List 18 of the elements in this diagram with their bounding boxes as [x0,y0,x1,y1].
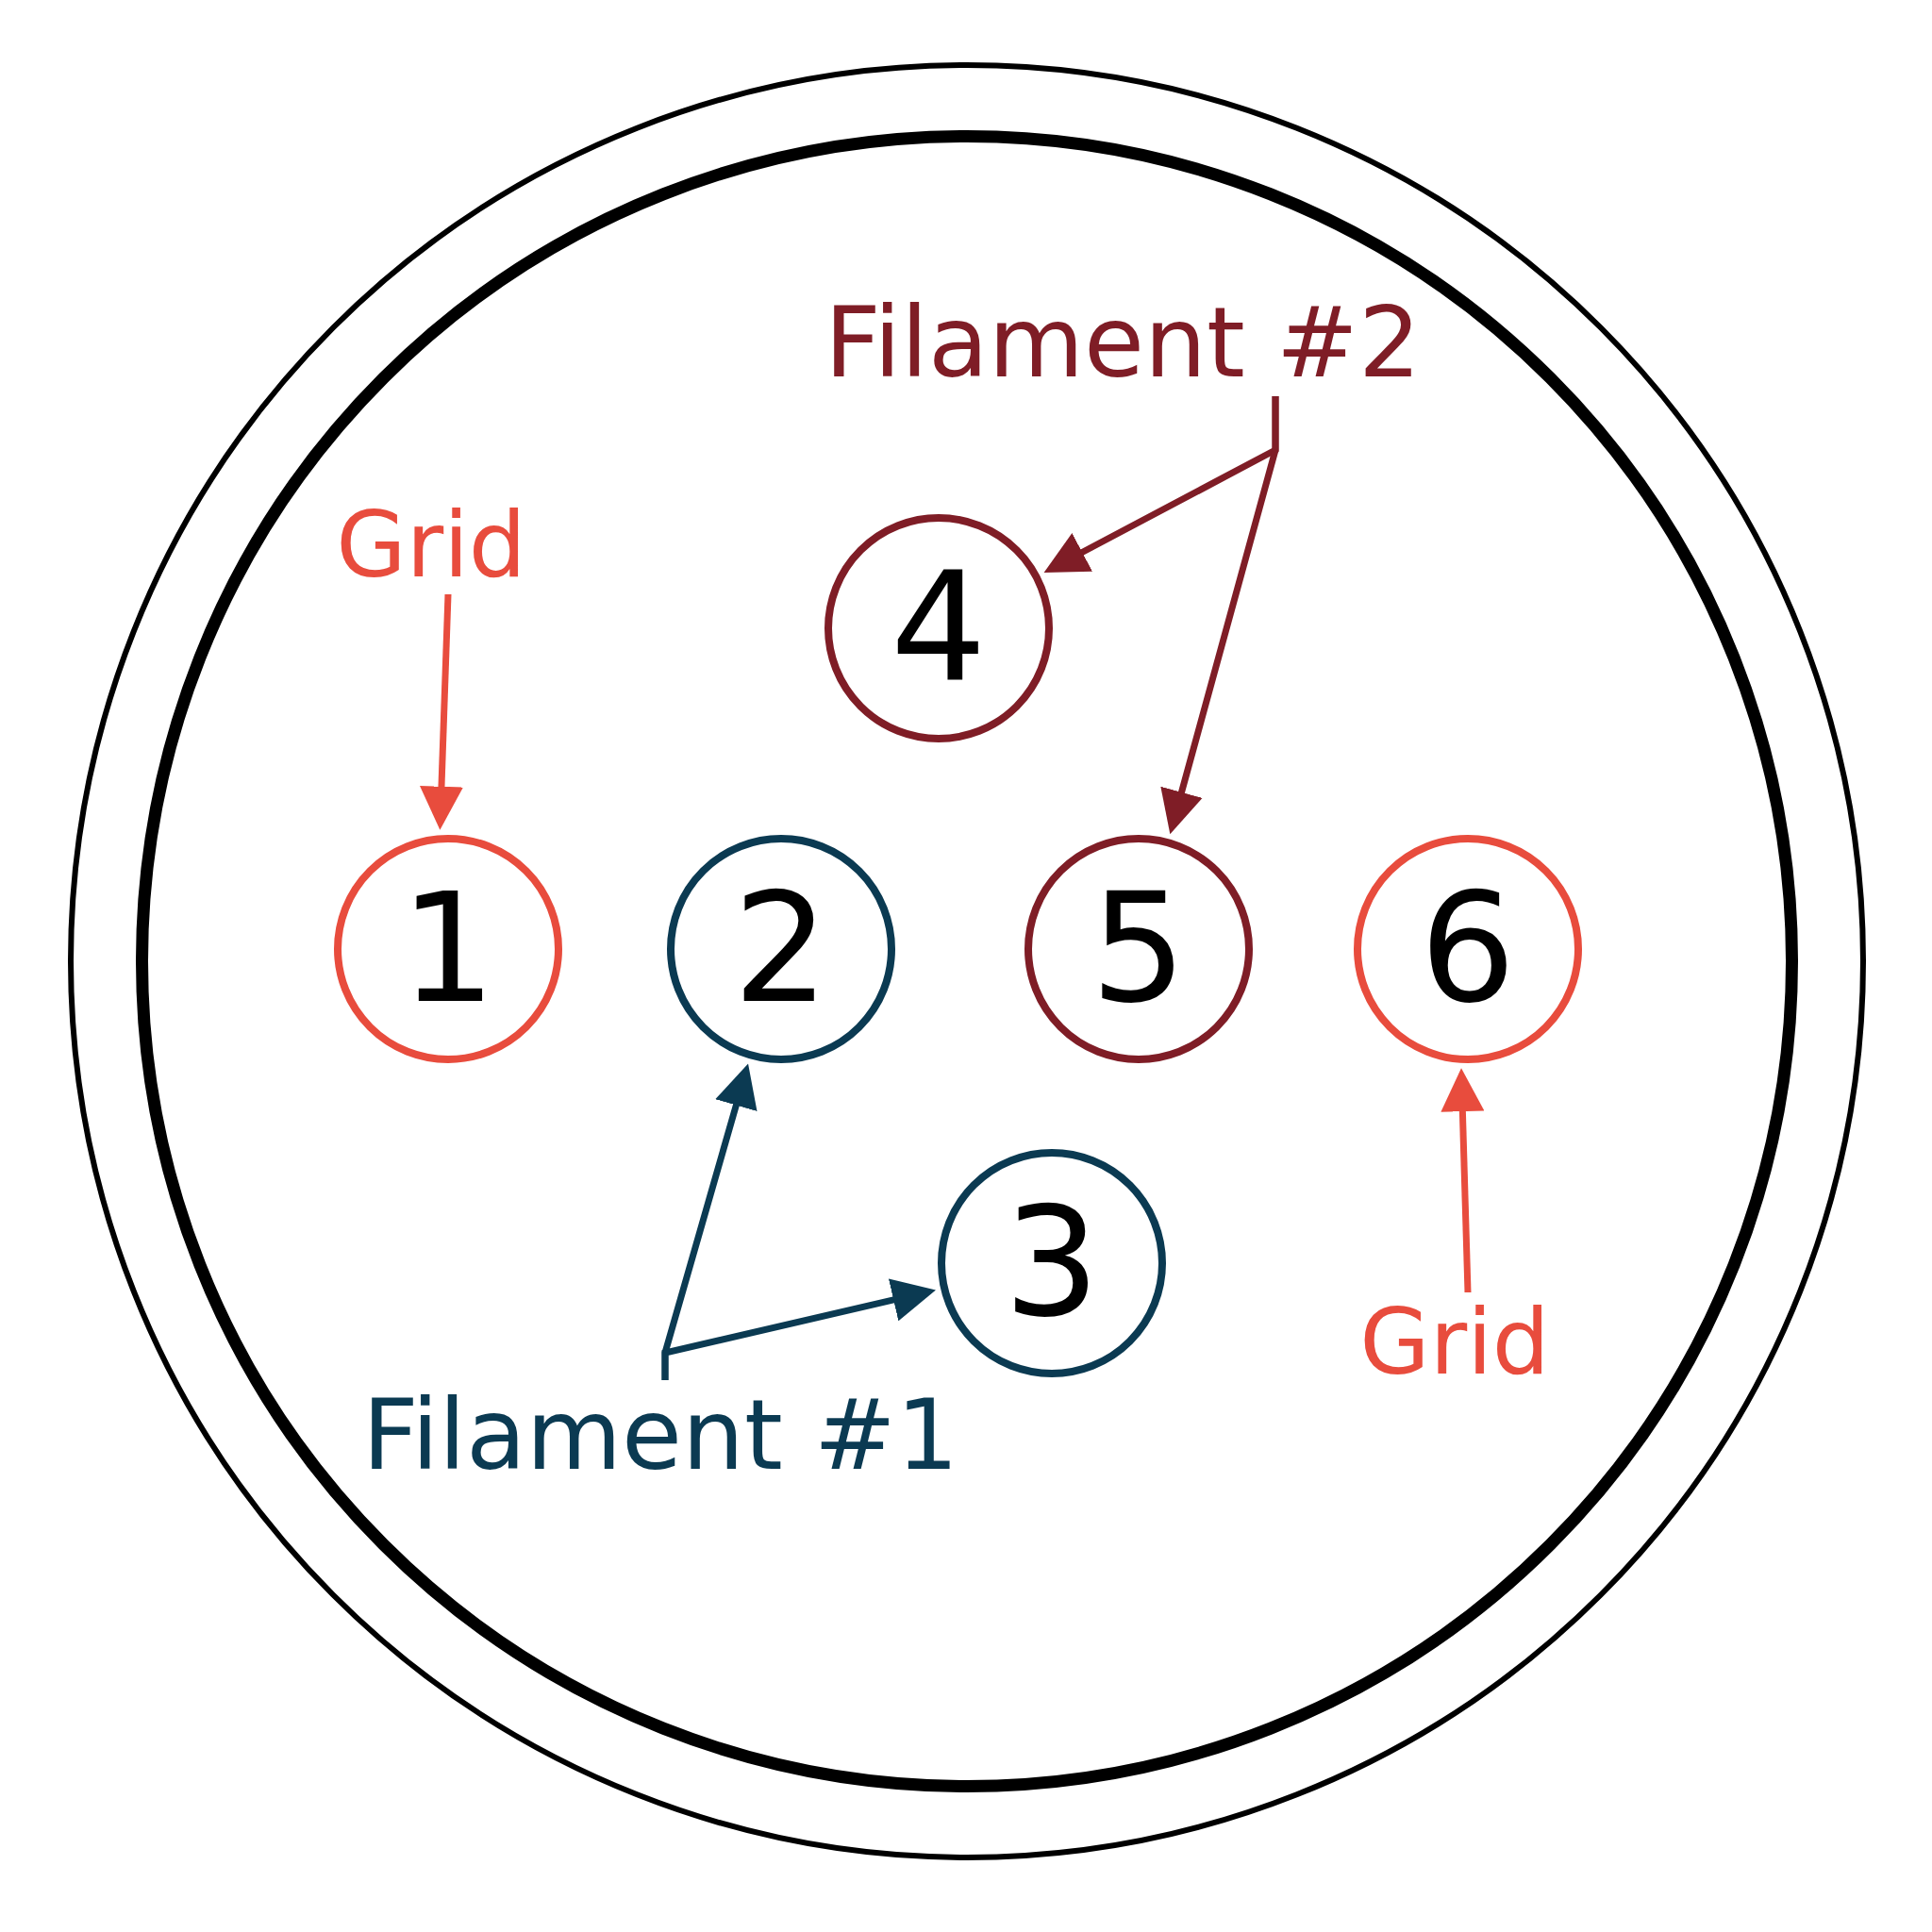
grid-label: Grid [327,495,535,594]
grid-label: Grid [1351,1292,1558,1391]
circle-number: 2 [733,874,829,1024]
numbered-circle [1024,835,1253,1063]
filament-label: Filament #1 [321,1380,1000,1489]
numbered-circle [334,835,562,1063]
circle-number: 3 [1004,1188,1100,1339]
numbered-circle [1354,835,1582,1063]
circle-number: 1 [400,874,496,1024]
numbered-circle [938,1149,1166,1377]
circle-number: 5 [1091,874,1187,1024]
arrow [420,593,463,830]
numbered-circle [667,835,895,1063]
circle-number: 6 [1420,874,1516,1024]
circle-number: 4 [891,553,987,704]
filament-label: Filament #2 [783,288,1462,396]
numbered-circle [824,514,1053,742]
arrow [1441,1068,1485,1293]
